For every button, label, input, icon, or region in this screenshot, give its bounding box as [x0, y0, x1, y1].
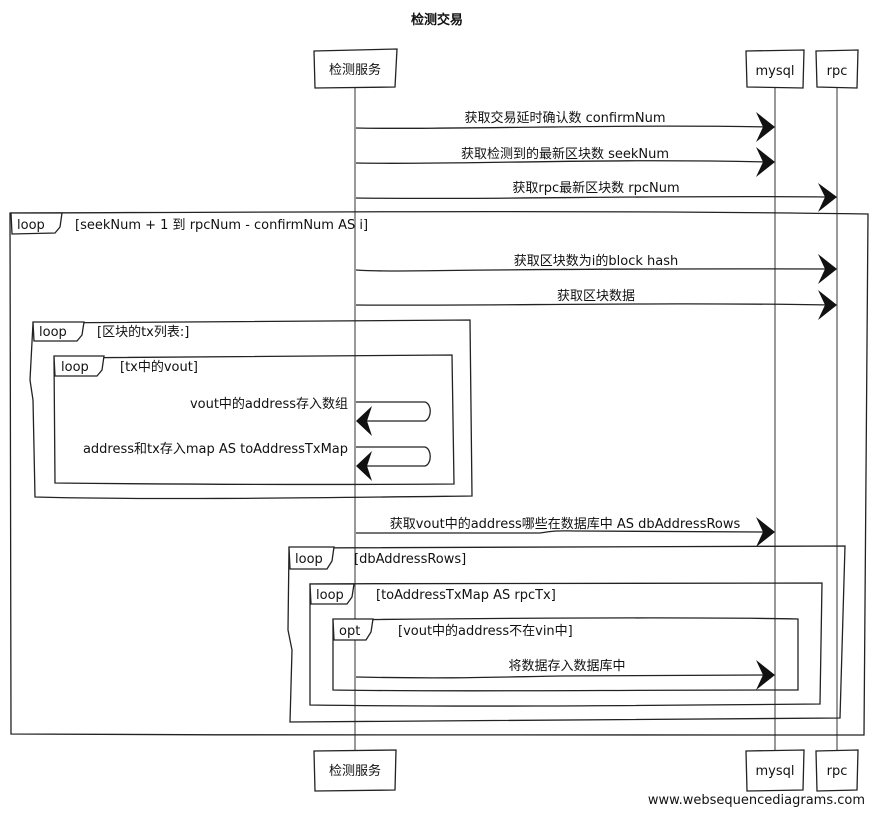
- message-block-data: 获取区块数据: [355, 289, 837, 320]
- message-label: 获取vout中的address哪些在数据库中 AS dbAddressRows: [390, 516, 741, 532]
- frame-condition: [seekNum + 1 到 rpcNum - confirmNum AS i]: [75, 218, 368, 233]
- message-save-to-db: 将数据存入数据库中: [355, 658, 775, 690]
- frame-kind: loop: [316, 588, 344, 603]
- message-db-address-rows: 获取vout中的address哪些在数据库中 AS dbAddressRows: [356, 516, 775, 547]
- message-self-vout-array: vout中的address存入数组: [190, 396, 431, 436]
- message-label: 获取区块数为i的block hash: [514, 253, 678, 269]
- frame-kind: loop: [17, 218, 45, 233]
- participant-label: 检测服务: [329, 763, 381, 779]
- participant-label: mysql: [756, 64, 795, 79]
- message-seeknum: 获取检测到的最新区块数 seekNum: [355, 146, 775, 177]
- frame-loop-outer: loop [seekNum + 1 到 rpcNum - confirmNum …: [9, 210, 869, 737]
- message-label: 获取rpc最新区块数 rpcNum: [512, 180, 679, 196]
- message-label: 获取交易延时确认数 confirmNum: [464, 110, 665, 126]
- frame-loop-db-address-rows: loop [dbAddressRows]: [287, 545, 846, 723]
- participant-label: mysql: [756, 764, 795, 779]
- message-rpcnum: 获取rpc最新区块数 rpcNum: [355, 180, 837, 212]
- frame-condition: [vout中的address不在vin中]: [398, 623, 573, 639]
- participant-svc-top: 检测服务: [313, 48, 398, 89]
- diagram-title: 检测交易: [411, 12, 463, 28]
- frame-condition: [tx中的vout]: [120, 359, 198, 375]
- message-label: 将数据存入数据库中: [508, 658, 625, 674]
- footer-watermark: www.websequencediagrams.com: [648, 793, 865, 808]
- frame-opt: opt [vout中的address不在vin中]: [332, 617, 799, 692]
- frame-loop-tx-list: loop [区块的tx列表:]: [29, 319, 473, 500]
- message-label: vout中的address存入数组: [190, 396, 348, 412]
- participant-label: 检测服务: [329, 62, 381, 78]
- message-label: 获取检测到的最新区块数 seekNum: [461, 146, 669, 162]
- participant-svc-bottom: 检测服务: [313, 749, 397, 792]
- participant-mysql-top: mysql: [745, 49, 805, 89]
- message-label: 获取区块数据: [557, 289, 635, 304]
- participant-rpc-bottom: rpc: [815, 749, 859, 792]
- message-self-address-map: address和tx存入map AS toAddressTxMap: [83, 442, 431, 481]
- frame-kind: loop: [61, 360, 89, 375]
- participant-label: rpc: [827, 64, 848, 79]
- frame-condition: [toAddressTxMap AS rpcTx]: [376, 588, 556, 603]
- frame-kind: loop: [39, 325, 67, 340]
- participant-mysql-bottom: mysql: [745, 749, 805, 792]
- frame-condition: [区块的tx列表:]: [97, 324, 189, 340]
- frame-loop-vout: loop [tx中的vout]: [53, 354, 455, 486]
- frame-loop-to-address-tx-map: loop [toAddressTxMap AS rpcTx]: [309, 582, 823, 707]
- participant-rpc-top: rpc: [815, 49, 859, 89]
- frame-kind: opt: [339, 624, 360, 639]
- message-confirmnum: 获取交易延时确认数 confirmNum: [355, 110, 775, 142]
- participant-label: rpc: [827, 764, 848, 779]
- message-label: address和tx存入map AS toAddressTxMap: [83, 442, 348, 457]
- frame-condition: [dbAddressRows]: [354, 552, 466, 567]
- message-block-hash: 获取区块数为i的block hash: [355, 253, 837, 284]
- frame-kind: loop: [295, 552, 323, 567]
